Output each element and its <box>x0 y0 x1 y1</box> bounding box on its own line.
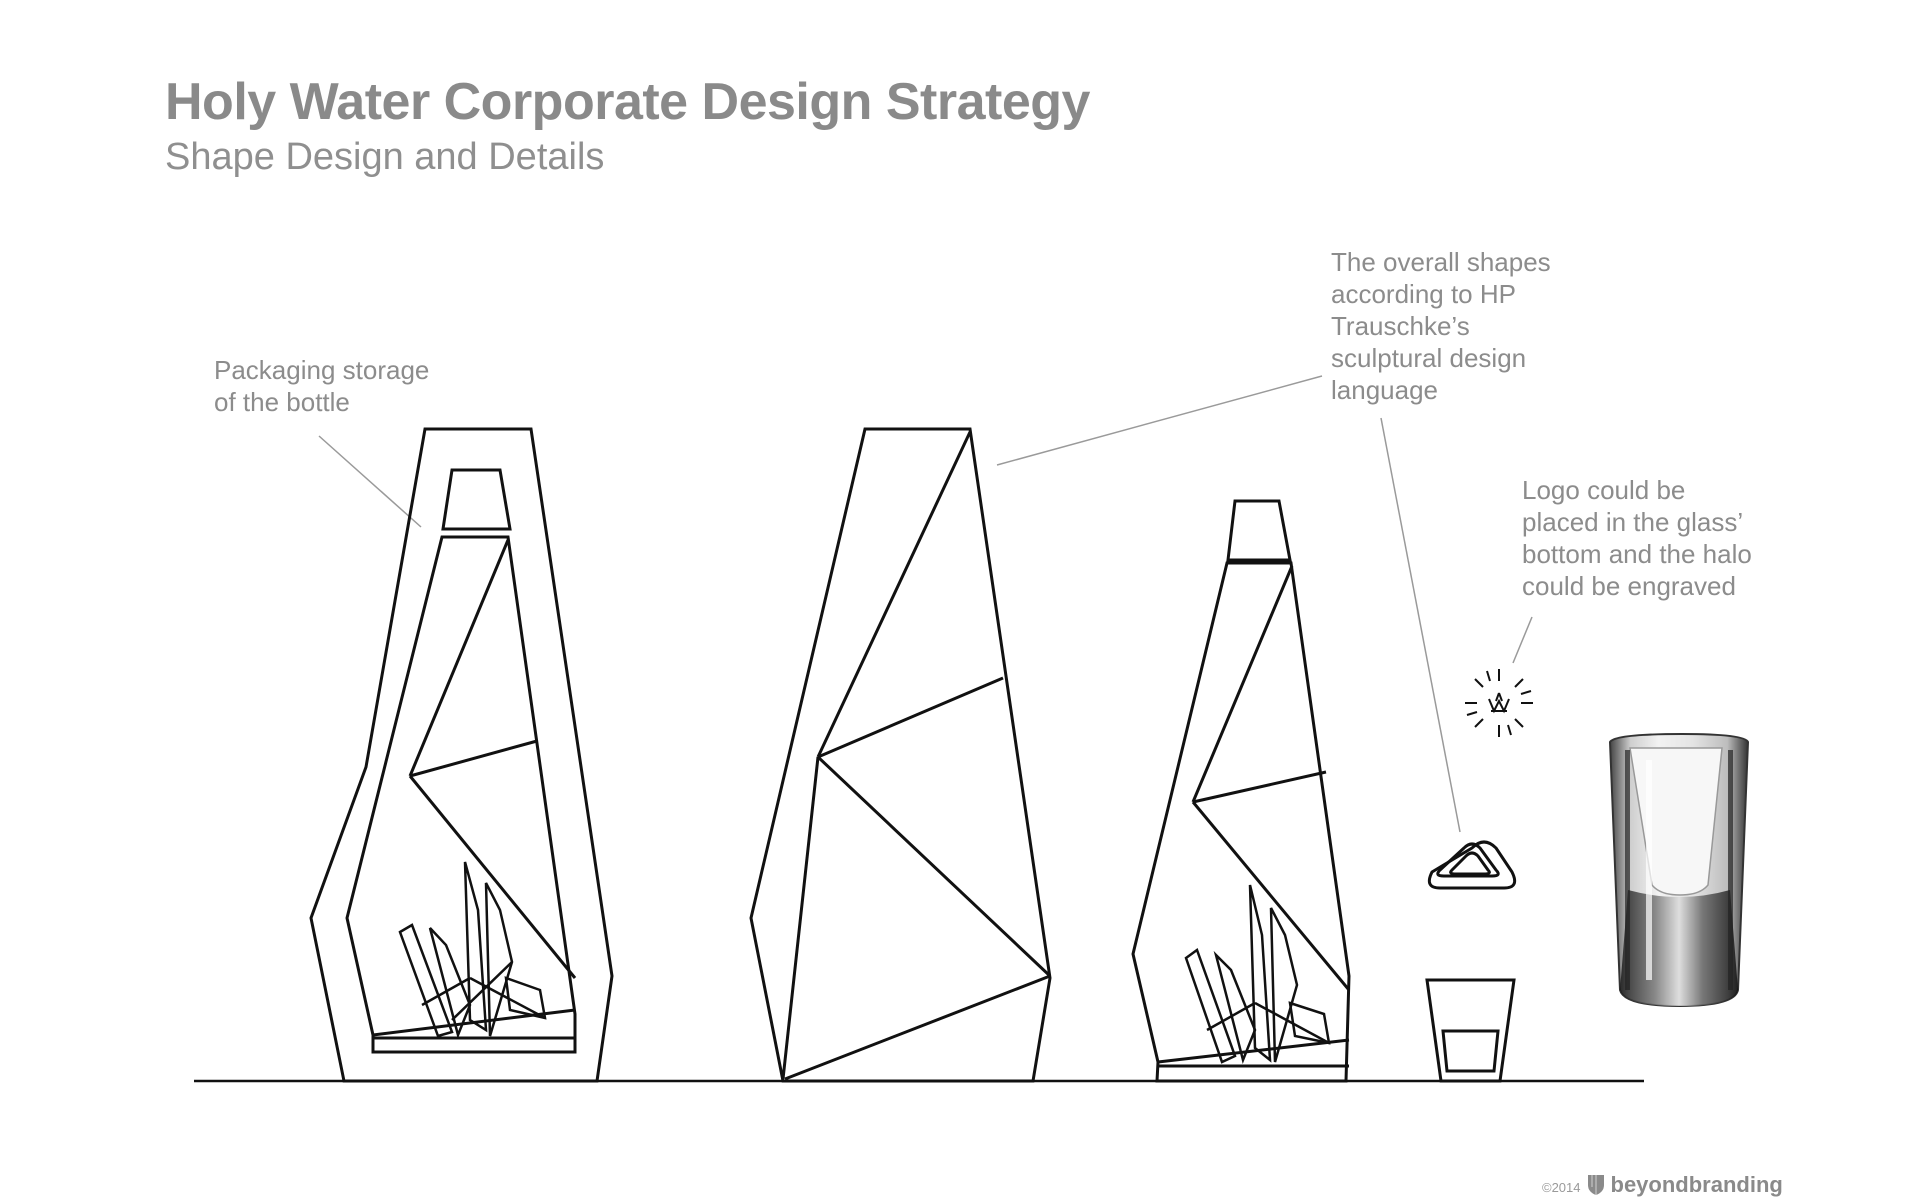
facet-line <box>1192 770 1327 804</box>
crystal-cluster <box>398 861 547 1039</box>
facet-line <box>408 539 510 777</box>
annotation-line: placed in the glass’ <box>1522 507 1744 537</box>
crystal-edge <box>421 976 471 1007</box>
halo-logo-mark <box>1488 692 1510 714</box>
annotation-shapes: The overall shapes according to HP Traus… <box>1331 246 1551 406</box>
facet-line <box>816 431 972 758</box>
crystal-edge <box>469 976 546 1020</box>
bottle-with-crystals <box>1131 499 1351 1083</box>
annotation-line: bottom and the halo <box>1522 539 1752 569</box>
annotation-logo: Logo could be placed in the glass’ botto… <box>1522 474 1752 602</box>
brand-name: beyondbranding <box>1610 1172 1783 1197</box>
page-subtitle: Shape Design and Details <box>165 136 605 178</box>
glass-body <box>1425 978 1516 1083</box>
bottle-outline <box>749 427 1052 1083</box>
glass-rim-middle <box>1436 842 1500 878</box>
packaging-outline <box>309 427 614 1083</box>
bottle-cap <box>1226 499 1292 562</box>
crystal-edge <box>451 961 513 1021</box>
annotation-line: Packaging storage <box>214 355 430 385</box>
crystal-edge <box>1206 1001 1256 1032</box>
annotation-line: according to HP <box>1331 279 1516 309</box>
packaging-cap-cutout <box>441 468 512 531</box>
crystal <box>463 861 488 1033</box>
crystal <box>484 882 514 1037</box>
annotation-line: sculptural design <box>1331 343 1527 373</box>
facet-line <box>1191 565 1294 803</box>
annotation-line: The overall shapes <box>1331 247 1551 277</box>
annotation-packaging: Packaging storage of the bottle <box>214 354 429 418</box>
glass-rim-inner <box>1449 851 1491 876</box>
crystal <box>398 923 454 1038</box>
leader-line-shapes-lower <box>1380 417 1461 833</box>
facet-line <box>1191 801 1351 991</box>
crystal <box>1288 1001 1331 1045</box>
packaging-with-bottle <box>309 427 614 1083</box>
facet-line <box>1157 1038 1350 1064</box>
leader-line-packaging <box>318 435 422 528</box>
crystal <box>1269 907 1299 1063</box>
glass-photo-shadow <box>1728 750 1733 990</box>
facet-line <box>817 676 1004 759</box>
glass-base <box>1441 1029 1500 1073</box>
glass-rim-outer <box>1427 840 1517 890</box>
copyright-text: ©2014 <box>1542 1179 1581 1195</box>
page-title: Holy Water Corporate Design Strategy <box>165 73 1090 131</box>
facet-line <box>409 739 538 778</box>
crystal <box>504 976 547 1020</box>
facet-line <box>781 756 820 1080</box>
bottle-closed <box>749 427 1052 1083</box>
shield-icon <box>1587 1175 1604 1195</box>
glass-photo-highlight <box>1646 760 1652 980</box>
leader-line-shapes-upper <box>996 375 1323 466</box>
crystal-edge <box>1254 1001 1330 1045</box>
facet-line <box>784 974 1051 1081</box>
annotation-line: language <box>1331 375 1438 405</box>
glass-photo <box>1608 732 1750 1008</box>
glass-photo-inner <box>1629 747 1723 896</box>
footer-branding: ©2014 beyondbranding <box>1542 1172 1783 1198</box>
crystal-cluster <box>1184 884 1331 1065</box>
annotation-line: of the bottle <box>214 387 350 417</box>
glass-side-view <box>1425 978 1516 1083</box>
leader-lines <box>318 375 1533 833</box>
facet-line <box>408 775 577 979</box>
glass-photo-shadow <box>1625 750 1630 990</box>
packaging-bottle-window <box>345 535 577 1054</box>
annotation-line: Trauschke’s <box>1331 311 1470 341</box>
annotation-line: could be engraved <box>1522 571 1736 601</box>
bottle-outline <box>1131 561 1351 1083</box>
glass-top-view <box>1427 840 1517 890</box>
leader-line-logo <box>1512 616 1533 664</box>
crystal <box>1248 884 1272 1063</box>
annotation-line: Logo could be <box>1522 475 1686 505</box>
facet-line <box>816 755 1052 978</box>
glass-photo-base <box>1620 890 1738 1006</box>
halo-logo <box>1465 669 1533 737</box>
